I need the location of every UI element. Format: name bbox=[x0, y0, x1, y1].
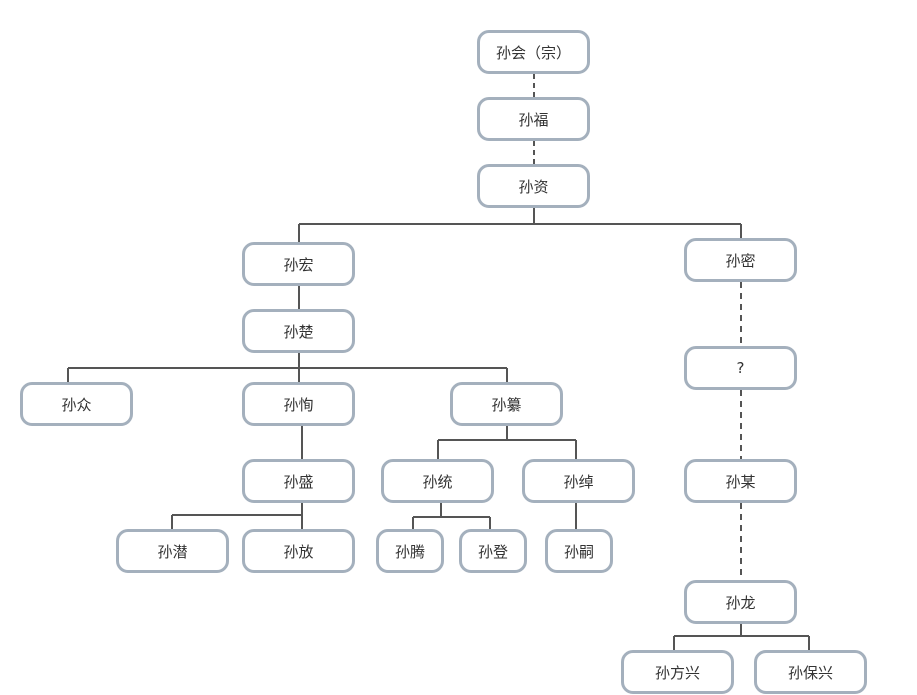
node-sun-zi: 孙资 bbox=[477, 164, 590, 208]
node-sun-chu: 孙楚 bbox=[242, 309, 355, 353]
node-sun-zuan: 孙纂 bbox=[450, 382, 563, 426]
node-sun-deng: 孙登 bbox=[459, 529, 527, 573]
node-sun-zhong: 孙众 bbox=[20, 382, 133, 426]
node-sun-si: 孙嗣 bbox=[545, 529, 613, 573]
node-sun-mou: 孙某 bbox=[684, 459, 797, 503]
node-sun-xun: 孙恂 bbox=[242, 382, 355, 426]
node-sun-hong: 孙宏 bbox=[242, 242, 355, 286]
node-sun-sheng: 孙盛 bbox=[242, 459, 355, 503]
node-sun-baoxing: 孙保兴 bbox=[754, 650, 867, 694]
node-sun-tong: 孙统 bbox=[381, 459, 494, 503]
node-unknown: ? bbox=[684, 346, 797, 390]
node-sun-fu: 孙福 bbox=[477, 97, 590, 141]
node-sun-mi: 孙密 bbox=[684, 238, 797, 282]
node-sun-hui-zong: 孙会（宗） bbox=[477, 30, 590, 74]
node-sun-qian: 孙潜 bbox=[116, 529, 229, 573]
node-sun-chuo: 孙绰 bbox=[522, 459, 635, 503]
node-sun-teng: 孙腾 bbox=[376, 529, 444, 573]
node-sun-long: 孙龙 bbox=[684, 580, 797, 624]
node-sun-fangxing: 孙方兴 bbox=[621, 650, 734, 694]
node-sun-fang: 孙放 bbox=[242, 529, 355, 573]
